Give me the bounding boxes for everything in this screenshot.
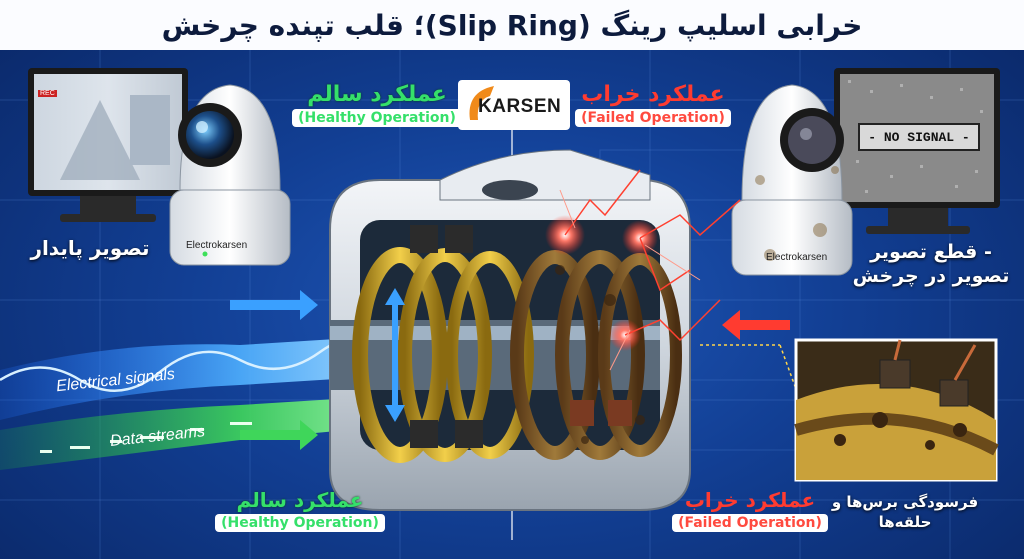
label-failed-top: عملکرد خراب (Failed Operation)	[568, 82, 738, 127]
healthy-rings	[352, 225, 534, 463]
logo: KARSEN	[458, 80, 570, 130]
caption-signal-loss-line2: تصویر در چرخش	[852, 265, 1010, 287]
caption-signal-loss: - قطع تصویر تصویر در چرخش	[846, 240, 1016, 288]
electrical-signal-stream	[0, 335, 401, 420]
caption-stable-image: تصویر پایدار	[30, 236, 150, 260]
inset-caption: فرسودگی برس‌ها و حلقه‌ها	[820, 492, 990, 532]
camera-left-brand: Electrokarsen	[186, 240, 248, 251]
title-bar: خرابی اسلیپ رینگ (Slip Ring)؛ قلب تپنده …	[0, 0, 1024, 50]
label-healthy-top: عملکرد سالم (Healthy Operation)	[292, 82, 462, 127]
electrical-sparks	[545, 169, 741, 371]
monitor-left	[28, 68, 188, 222]
label-failed-bottom-fa: عملکرد خراب	[684, 488, 816, 512]
label-healthy-bottom-fa: عملکرد سالم	[236, 488, 364, 512]
page-title: خرابی اسلیپ رینگ (Slip Ring)؛ قلب تپنده …	[161, 8, 863, 42]
failed-rings	[510, 250, 682, 460]
label-failed-bottom-en: (Failed Operation)	[672, 514, 828, 532]
wear-inset	[700, 338, 999, 482]
slip-ring-assembly	[329, 149, 741, 511]
ptz-camera-right	[731, 84, 853, 276]
camera-right-brand: Electrokarsen	[766, 252, 828, 263]
rec-badge: REC	[38, 90, 57, 97]
flow-arrows	[230, 290, 790, 450]
inset-caption-line2: حلقه‌ها	[878, 513, 932, 531]
label-failed-top-fa: عملکرد خراب	[581, 82, 725, 107]
label-failed-top-en: (Failed Operation)	[575, 109, 731, 127]
ptz-camera-left	[169, 84, 291, 266]
inset-caption-line1: فرسودگی برس‌ها و	[831, 493, 979, 511]
caption-signal-loss-line1: - قطع تصویر	[870, 241, 992, 263]
monitor-right	[834, 68, 1000, 234]
label-healthy-bottom: عملکرد سالم (Healthy Operation)	[210, 488, 390, 532]
label-healthy-top-fa: عملکرد سالم	[307, 82, 447, 107]
logo-mark	[458, 80, 570, 130]
no-signal-text: - NO SIGNAL -	[858, 123, 980, 151]
label-healthy-top-en: (Healthy Operation)	[292, 109, 462, 127]
data-stream	[0, 395, 400, 470]
label-failed-bottom: عملکرد خراب (Failed Operation)	[660, 488, 840, 532]
label-healthy-bottom-en: (Healthy Operation)	[215, 514, 385, 532]
logo-text: KARSEN	[478, 96, 562, 117]
